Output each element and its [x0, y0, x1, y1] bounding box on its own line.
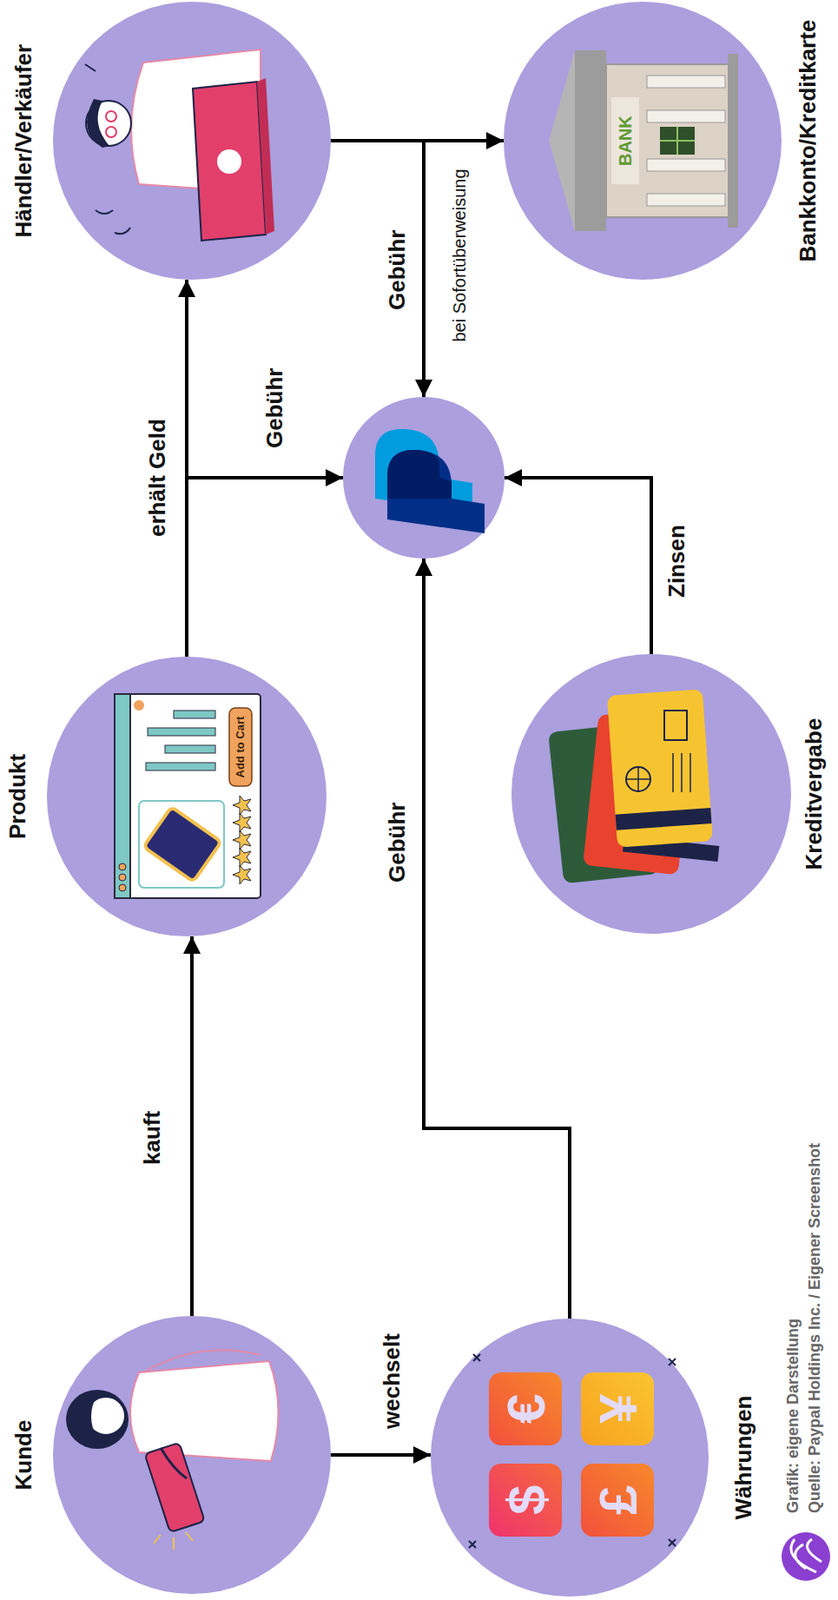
node-circle: Händler/Verkäufer — [52, 1, 331, 280]
node-circle: Währungen — [430, 1318, 709, 1597]
customer-figure — [65, 1349, 279, 1550]
product-window — [114, 693, 261, 898]
connector-arrow — [190, 936, 194, 1316]
connector-arrow — [423, 558, 570, 1319]
note-text: bei Sofortüberweisung — [449, 168, 470, 342]
node-label: Bankkonto/Kreditkarte — [795, 19, 822, 263]
connector-arrow — [504, 477, 652, 654]
edge-label: erhält Geld — [145, 415, 172, 540]
paypal-logo — [375, 428, 485, 534]
currency-symbol: € — [494, 1393, 557, 1424]
edge-label: Gebühr — [262, 365, 289, 451]
node-label: Kunde — [11, 1419, 38, 1491]
node-circle: Kreditvergabe — [511, 653, 792, 934]
connector-arrow — [330, 140, 424, 397]
button-text: Add to Cart — [234, 716, 248, 779]
bank-building — [548, 50, 739, 231]
currency-symbol: £ — [587, 1484, 649, 1515]
currency-tiles — [468, 1353, 676, 1548]
node-circle: Kunde — [52, 1315, 331, 1594]
edge-label: Zinsen — [664, 521, 691, 601]
node-circle — [343, 396, 505, 559]
credit-cards — [547, 688, 720, 884]
currency-symbol: $ — [494, 1484, 557, 1515]
currency-symbol: ¥ — [587, 1393, 649, 1424]
edge-label: wechselt — [379, 1330, 406, 1432]
publisher-logo — [781, 1531, 831, 1581]
node-label: Produkt — [5, 753, 32, 839]
connector-arrow — [186, 477, 344, 657]
edge-label: Gebühr — [384, 799, 411, 885]
node-label: Währungen — [731, 1395, 758, 1520]
node-circles — [46, 1, 792, 1597]
caption-text: Grafik: eigene Darstellung — [784, 1318, 803, 1513]
edge-label: kauft — [139, 1108, 166, 1168]
node-circle: Bankkonto/Kreditkarte — [503, 1, 782, 280]
node-label: Kreditvergabe — [801, 718, 828, 871]
sign-text: BANK — [615, 115, 636, 166]
node-circle: Produkt — [46, 656, 327, 937]
edge-label: Gebühr — [384, 227, 411, 313]
connector-arrow — [330, 1452, 431, 1457]
merchant-figure — [85, 49, 275, 241]
node-label: Händler/Verkäufer — [11, 44, 38, 238]
caption-text: Quelle: Paypal Holdings Inc. / Eigener S… — [805, 1142, 825, 1513]
